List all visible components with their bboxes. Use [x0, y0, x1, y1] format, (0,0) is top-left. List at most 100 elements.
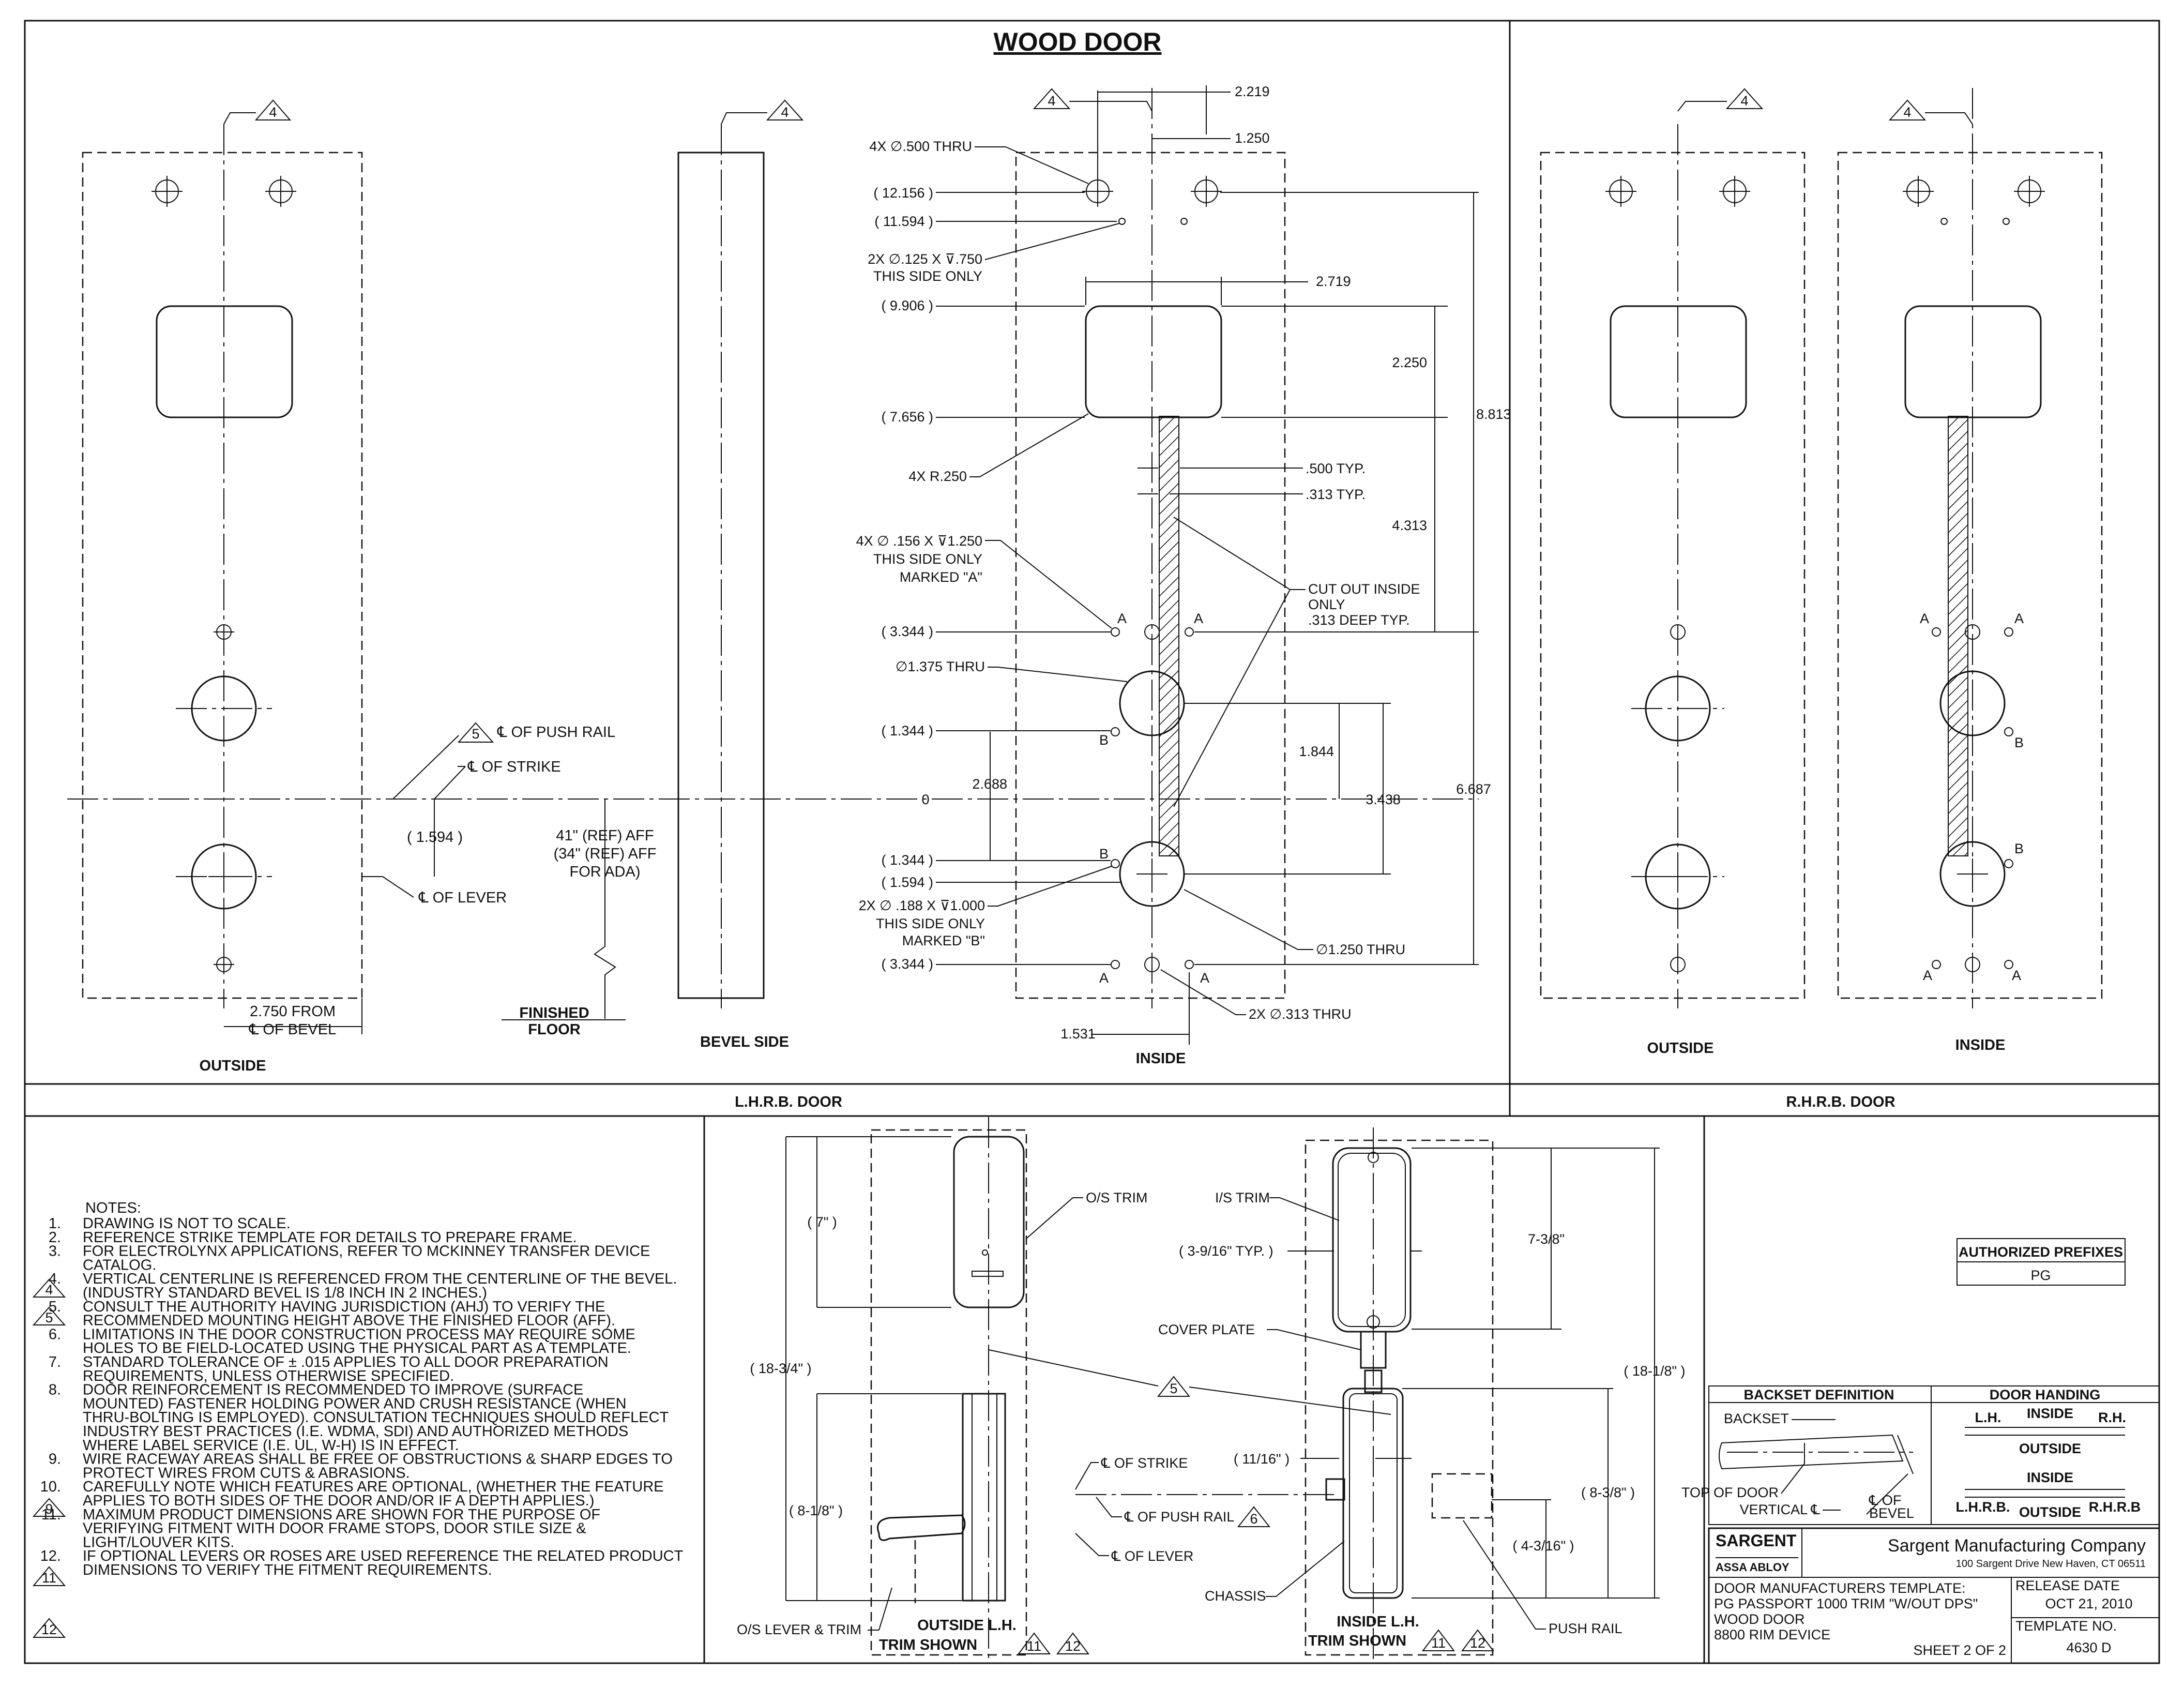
note-number: 10.: [40, 1479, 61, 1495]
note-line: WIRE RACEWAY AREAS SHALL BE FREE OF OBST…: [83, 1451, 673, 1468]
note-line: APPLIES TO BOTH SIDES OF THE DOOR AND/OR…: [83, 1493, 594, 1509]
note-line: HOLES TO BE FIELD-LOCATED USING THE PHYS…: [83, 1340, 631, 1357]
svg-text:( 1.594 ): ( 1.594 ): [881, 875, 933, 890]
sheet-title: WOOD DOOR: [994, 27, 1162, 56]
note-line: DOOR REINFORCEMENT IS RECOMMENDED TO IMP…: [83, 1382, 583, 1398]
svg-text:2.750 FROM: 2.750 FROM: [250, 1003, 336, 1020]
svg-text:5: 5: [45, 1310, 53, 1325]
section-label-rhrb: R.H.R.B. DOOR: [1786, 1094, 1895, 1110]
note-number: 9.: [49, 1451, 61, 1468]
svg-text:BACKSET: BACKSET: [1724, 1411, 1789, 1426]
svg-text:A: A: [1200, 970, 1209, 986]
svg-text:CUT OUT INSIDE: CUT OUT INSIDE: [1308, 581, 1420, 597]
svg-text:TEMPLATE NO.: TEMPLATE NO.: [2015, 1618, 2117, 1634]
revision-flag-outside: 4: [223, 99, 292, 125]
svg-text:COVER PLATE: COVER PLATE: [1158, 1322, 1255, 1337]
svg-text:DOOR MANUFACTURERS TEMPLATE:: DOOR MANUFACTURERS TEMPLATE:: [1714, 1580, 1966, 1596]
sheet-border: [24, 20, 2160, 1664]
note-line: MAXIMUM PRODUCT DIMENSIONS ARE SHOWN FOR…: [83, 1506, 600, 1523]
svg-text:OUTSIDE: OUTSIDE: [2019, 1504, 2081, 1520]
svg-text:RELEASE DATE: RELEASE DATE: [2015, 1578, 2120, 1593]
note-number: 6.: [49, 1326, 61, 1343]
svg-text:THIS SIDE ONLY: THIS SIDE ONLY: [873, 551, 982, 567]
svg-text:FINISHED: FINISHED: [519, 1005, 589, 1021]
svg-text:A: A: [1920, 611, 1929, 626]
svg-text:( 18-1/8" ): ( 18-1/8" ): [1624, 1363, 1685, 1379]
note-line: CONSULT THE AUTHORITY HAVING JURISDICTIO…: [83, 1299, 605, 1315]
svg-text:PG: PG: [2030, 1268, 2051, 1283]
svg-text:℄ OF STRIKE: ℄ OF STRIKE: [1101, 1455, 1188, 1471]
svg-text:ONLY: ONLY: [1308, 597, 1345, 612]
svg-text:A: A: [2014, 611, 2024, 626]
svg-text:R.H.: R.H.: [2098, 1410, 2126, 1425]
svg-text:3.438: 3.438: [1366, 792, 1401, 807]
svg-text:( 11/16" ): ( 11/16" ): [1234, 1451, 1290, 1467]
svg-text:O/S LEVER & TRIM: O/S LEVER & TRIM: [737, 1622, 861, 1637]
svg-text:A: A: [1194, 611, 1203, 626]
svg-text:B: B: [2014, 841, 2024, 856]
svg-text:℄ OF LEVER: ℄ OF LEVER: [1111, 1548, 1193, 1564]
svg-text:4.313: 4.313: [1392, 518, 1427, 533]
svg-text:4: 4: [1740, 93, 1748, 109]
svg-text:4: 4: [45, 1282, 53, 1298]
svg-text:℄ OF STRIKE: ℄ OF STRIKE: [467, 759, 561, 775]
note-line: DIMENSIONS TO VERIFY THE FITMENT REQUIRE…: [83, 1562, 492, 1578]
svg-text:A: A: [2012, 968, 2021, 983]
svg-text:4: 4: [1903, 104, 1911, 120]
inside-view: A A B B A A 4: [1015, 88, 1286, 1008]
svg-text:L.H.R.B.: L.H.R.B.: [1956, 1499, 2010, 1515]
svg-text:( 8-3/8" ): ( 8-3/8" ): [1581, 1485, 1635, 1500]
note-number: 3.: [49, 1243, 61, 1260]
svg-text:℄ OF PUSH RAIL: ℄ OF PUSH RAIL: [1124, 1509, 1234, 1525]
authorized-prefixes-box: AUTHORIZED PREFIXES PG: [1957, 1238, 2126, 1286]
svg-text:2.719: 2.719: [1316, 274, 1351, 289]
svg-text:( 1.594 ): ( 1.594 ): [407, 829, 463, 846]
svg-text:TRIM SHOWN: TRIM SHOWN: [1308, 1633, 1406, 1649]
svg-text:( 1.344 ): ( 1.344 ): [881, 852, 933, 868]
svg-text:4: 4: [781, 104, 788, 120]
svg-text:℄ OF PUSH RAIL: ℄ OF PUSH RAIL: [497, 724, 615, 741]
brand-logo: SARGENT: [1716, 1531, 1797, 1550]
svg-text:100 Sargent Drive New Haven, C: 100 Sargent Drive New Haven, CT 06511: [1956, 1558, 2146, 1570]
inside-view-label: INSIDE: [1136, 1050, 1186, 1067]
note-number: 2.: [49, 1229, 61, 1246]
svg-text:TRIM SHOWN: TRIM SHOWN: [879, 1637, 977, 1653]
note-line: VERTICAL CENTERLINE IS REFERENCED FROM T…: [83, 1271, 677, 1287]
svg-text:L.H.: L.H.: [1975, 1410, 2001, 1425]
svg-text:MARKED "B": MARKED "B": [902, 933, 985, 948]
door-handing-box: DOOR HANDING L.H. INSIDE R.H. OUTSIDE IN…: [1931, 1385, 2160, 1525]
rh-inside-view: A A B B A A 4: [1837, 88, 2103, 1008]
svg-text:2.688: 2.688: [972, 776, 1007, 792]
note-line: THRU-BOLTING IS EMPLOYED). CONSULTATION …: [83, 1409, 669, 1426]
svg-text:( 3-9/16" TYP. ): ( 3-9/16" TYP. ): [1179, 1243, 1273, 1259]
svg-text:2.219: 2.219: [1235, 84, 1270, 99]
svg-text:PG PASSPORT 1000 TRIM "W/OUT D: PG PASSPORT 1000 TRIM "W/OUT DPS": [1714, 1596, 1978, 1611]
svg-text:Sargent Manufacturing Company: Sargent Manufacturing Company: [1888, 1536, 2146, 1556]
company-title-block: SARGENT ASSA ABLOY Sargent Manufacturing…: [1708, 1527, 2160, 1664]
left-callouts: 5 ℄ OF PUSH RAIL ℄ OF STRIKE ( 1.594 ) ℄…: [249, 722, 656, 1038]
svg-text:2X ∅.125 X ⊽.750: 2X ∅.125 X ⊽.750: [868, 251, 982, 267]
svg-text:6: 6: [1250, 1511, 1257, 1527]
svg-text:11: 11: [1027, 1638, 1041, 1654]
svg-text:CHASSIS: CHASSIS: [1205, 1588, 1266, 1604]
svg-text:9: 9: [45, 1501, 53, 1517]
svg-text:BEVEL: BEVEL: [1869, 1505, 1914, 1521]
note-line: IF OPTIONAL LEVERS OR ROSES ARE USED REF…: [83, 1548, 684, 1564]
svg-text:INSIDE: INSIDE: [2027, 1406, 2073, 1421]
svg-text:DOOR HANDING: DOOR HANDING: [1990, 1387, 2101, 1403]
svg-text:2X ∅.313 THRU: 2X ∅.313 THRU: [1249, 1006, 1352, 1022]
svg-text:4: 4: [1048, 93, 1055, 109]
svg-text:B: B: [2014, 735, 2024, 750]
note-line: FOR ELECTROLYNX APPLICATIONS, REFER TO M…: [83, 1243, 650, 1260]
svg-text:4X ∅ .156 X ⊽1.250: 4X ∅ .156 X ⊽1.250: [856, 533, 982, 549]
svg-text:( 7.656 ): ( 7.656 ): [881, 409, 933, 425]
svg-text:8.813: 8.813: [1476, 406, 1511, 422]
svg-text:.313 TYP.: .313 TYP.: [1306, 487, 1366, 502]
svg-text:B: B: [1099, 732, 1109, 748]
svg-text:8800 RIM DEVICE: 8800 RIM DEVICE: [1714, 1627, 1830, 1642]
svg-text:( 11.594 ): ( 11.594 ): [874, 214, 933, 229]
note-number: 1.: [49, 1215, 61, 1232]
bevel-side-view: 4: [677, 99, 804, 1008]
outside-trim-view: [870, 1117, 1027, 1660]
svg-text:( 3.344 ): ( 3.344 ): [881, 956, 933, 972]
